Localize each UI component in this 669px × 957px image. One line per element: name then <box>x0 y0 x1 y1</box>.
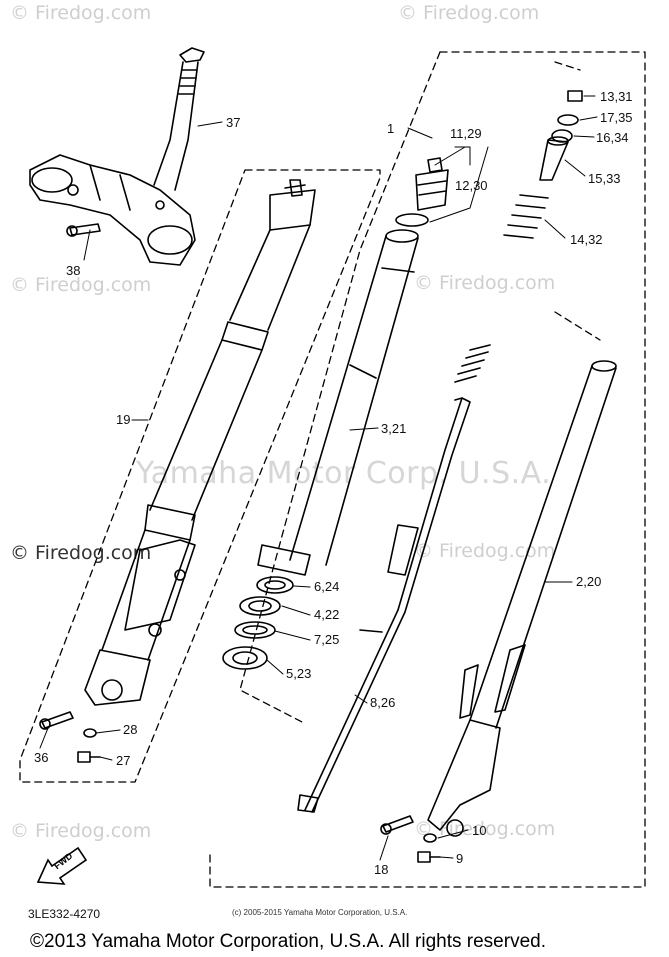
callout-9: 9 <box>456 851 464 866</box>
callout-16-34: 16,34 <box>596 130 629 145</box>
center-group-outline <box>239 51 441 723</box>
callout-38: 38 <box>66 263 81 278</box>
fork-spring-14-32 <box>503 194 549 239</box>
callout-3-21: 3,21 <box>381 421 407 436</box>
bolt-36 <box>39 711 74 730</box>
callout-7-25: 7,25 <box>314 632 340 647</box>
rebound-spring <box>454 344 491 383</box>
callout-28: 28 <box>123 722 138 737</box>
screw-9 <box>417 851 441 863</box>
cap-bolt-11-29 <box>415 157 449 211</box>
callout-12-30: 12,30 <box>455 178 488 193</box>
callout-6-24: 6,24 <box>314 579 340 594</box>
watermark: © Firedog.com <box>414 540 556 562</box>
clip-4-22 <box>239 596 281 616</box>
callout-17-35: 17,35 <box>600 110 633 125</box>
bolt-18 <box>380 815 414 835</box>
washer-28 <box>83 728 97 738</box>
watermark: © Firedog.com <box>414 272 556 294</box>
callout-27: 27 <box>116 753 131 768</box>
inner-tube-2-20 <box>427 360 617 837</box>
callout-2-20: 2,20 <box>576 574 602 589</box>
callout-15-33: 15,33 <box>588 171 621 186</box>
watermark: © Firedog.com <box>10 820 152 842</box>
left-fork-group-outline <box>19 169 381 783</box>
watermark-center: Yamaha Motor Corp. U.S.A. <box>136 456 552 491</box>
washer-17-35 <box>557 114 579 126</box>
callout-13-31: 13,31 <box>600 89 633 104</box>
right-fork-group-outline <box>209 51 646 888</box>
callout-14-32: 14,32 <box>570 232 603 247</box>
watermark: © Firedog.com <box>10 2 152 24</box>
nut-13-31 <box>567 90 583 102</box>
callout-37: 37 <box>226 115 241 130</box>
copyright-notice: ©2013 Yamaha Motor Corporation, U.S.A. A… <box>30 931 546 952</box>
callout-4-22: 4,22 <box>314 607 340 622</box>
callout-19: 19 <box>116 412 131 427</box>
washer-10 <box>423 833 437 843</box>
callout-10: 10 <box>472 823 487 838</box>
callout-11-29: 11,29 <box>450 126 482 141</box>
dust-seal-5-23 <box>222 646 268 670</box>
diagram-code: 3LE332-4270 <box>28 907 101 921</box>
watermark: © Firedog.com <box>398 2 540 24</box>
bolt-38 <box>66 223 101 237</box>
o-ring-12-30 <box>395 213 429 227</box>
damper-rod-8-26 <box>297 397 471 813</box>
callout-1: 1 <box>387 121 395 136</box>
outer-tube-3-21 <box>257 229 419 576</box>
left-fork-assembly <box>84 179 316 706</box>
forward-arrow-icon <box>36 846 88 885</box>
screw-27 <box>77 751 101 763</box>
spacer-15-33 <box>539 136 569 181</box>
oil-seal-6-24 <box>256 576 294 594</box>
callout-36: 36 <box>34 750 49 765</box>
watermark: © Firedog.com <box>10 542 152 564</box>
watermark: © Firedog.com <box>10 274 152 296</box>
steering-stem-bracket <box>29 47 205 266</box>
callout-8-26: 8,26 <box>370 695 396 710</box>
callout-5-23: 5,23 <box>286 666 312 681</box>
fine-print: (c) 2005-2015 Yamaha Motor Corporation, … <box>232 908 408 917</box>
callout-18: 18 <box>374 862 389 877</box>
